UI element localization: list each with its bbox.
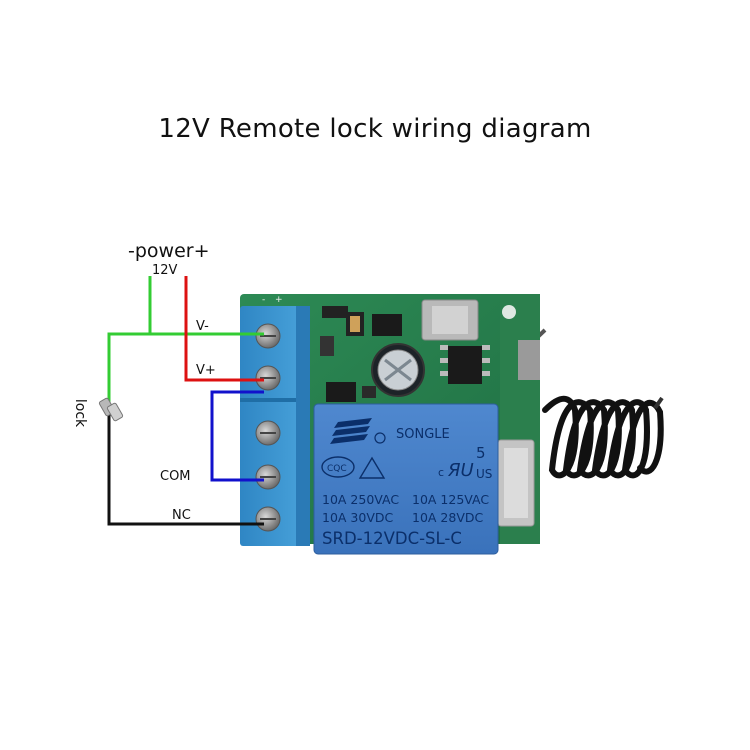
antenna-coil — [522, 328, 664, 479]
relay-rating-1a: 10A 250VAC — [322, 492, 399, 507]
wire-lock-green — [107, 332, 150, 404]
relay-brand: SONGLE — [396, 427, 450, 442]
cqc-mark-icon: CQC — [321, 456, 355, 478]
terminal-screws — [255, 323, 281, 532]
svg-text:-: - — [262, 295, 265, 305]
power-label: -power+ — [128, 240, 210, 262]
relay-us-mark: US — [476, 467, 492, 481]
nc-label: NC — [172, 508, 191, 523]
relay: SONGLE 5 CQC c ЯU US 10A 250VAC 10A 125V… — [313, 403, 499, 555]
screw-v-plus — [255, 365, 281, 391]
tuv-triangle-icon — [358, 456, 386, 479]
screw-no — [255, 420, 281, 446]
relay-model: SRD-12VDC-SL-C — [322, 529, 462, 548]
relay-rating-2a: 10A 30VDC — [322, 510, 394, 525]
ul-mark-icon: c ЯU — [438, 460, 474, 481]
songle-logo-icon — [330, 418, 386, 444]
relay-rating-1b: 10A 125VAC — [412, 492, 489, 507]
relay-pins: 5 — [476, 444, 486, 462]
lock-magnet-icon — [98, 397, 124, 422]
svg-text:c: c — [438, 466, 444, 479]
wire-positive — [184, 276, 264, 382]
svg-text:+: + — [275, 295, 283, 305]
svg-text:ЯU: ЯU — [447, 460, 474, 481]
wires — [107, 276, 264, 526]
screw-v-minus — [255, 323, 281, 349]
screw-com — [255, 464, 281, 490]
silkscreen-marks: - + — [262, 295, 283, 305]
relay-rating-2b: 10A 28VDC — [412, 510, 484, 525]
pcb-components — [320, 299, 540, 527]
wire-com — [210, 390, 264, 482]
wire-nc — [107, 412, 264, 526]
diagram-title: 12V Remote lock wiring diagram — [158, 114, 592, 144]
v-plus-label: V+ — [196, 363, 216, 378]
relay-cqc: CQC — [327, 464, 347, 474]
voltage-label: 12V — [152, 263, 178, 278]
com-label: COM — [160, 469, 191, 484]
screw-nc — [255, 506, 281, 532]
v-minus-label: V- — [196, 319, 209, 334]
